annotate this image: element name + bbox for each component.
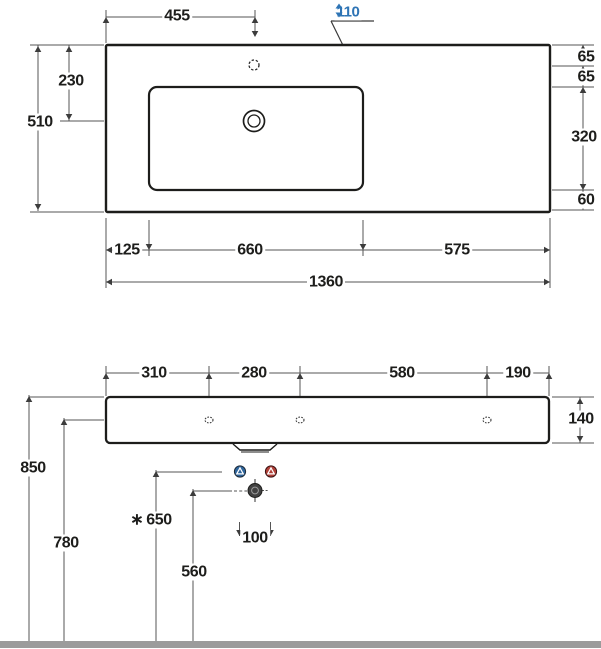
faucet-hole [248, 59, 260, 71]
dim-overall-width: 1360 [307, 273, 345, 291]
cold-water-icon [233, 465, 247, 478]
dim-basin-inner-depth: 320 [569, 128, 599, 146]
dim-overall-depth: 510 [25, 113, 55, 131]
waste-trap [232, 443, 278, 453]
fixing-holes [204, 416, 492, 424]
dim-front-to-drain: 230 [56, 72, 86, 90]
dim-basin-width: 660 [235, 241, 265, 259]
waste-outlet-icon [247, 483, 263, 498]
dim-basin-to-front: 60 [575, 191, 597, 209]
hot-water-icon [264, 465, 278, 478]
dim-right-overhang: 575 [442, 241, 472, 259]
dim-basin-depth: 110 [334, 3, 362, 21]
floor-line [0, 641, 601, 648]
dim-190: 190 [503, 364, 533, 382]
dim-faucet-offset: 455 [162, 7, 192, 25]
basin-bowl-outline [147, 85, 365, 192]
dim-65-bottom: 65 [575, 68, 597, 86]
dim-supply-height: ∗650 [128, 511, 174, 529]
front-dimension-lines [28, 366, 594, 641]
dim-rim-height: 850 [18, 459, 48, 477]
dim-280: 280 [239, 364, 269, 382]
dim-holes-height: 780 [51, 534, 81, 552]
depth-arrow-icon [335, 3, 343, 18]
asterisk-note-marker: ∗ [130, 511, 144, 529]
dim-left-overhang: 125 [112, 241, 142, 259]
front-outline [104, 395, 551, 445]
dim-apron-height: 140 [566, 410, 596, 428]
dim-580: 580 [387, 364, 417, 382]
drain-hole [242, 109, 266, 133]
dim-65-top: 65 [575, 48, 597, 66]
dim-supply-spacing: 100 [240, 529, 270, 547]
dim-310: 310 [139, 364, 169, 382]
dim-waste-height: 560 [179, 563, 209, 581]
